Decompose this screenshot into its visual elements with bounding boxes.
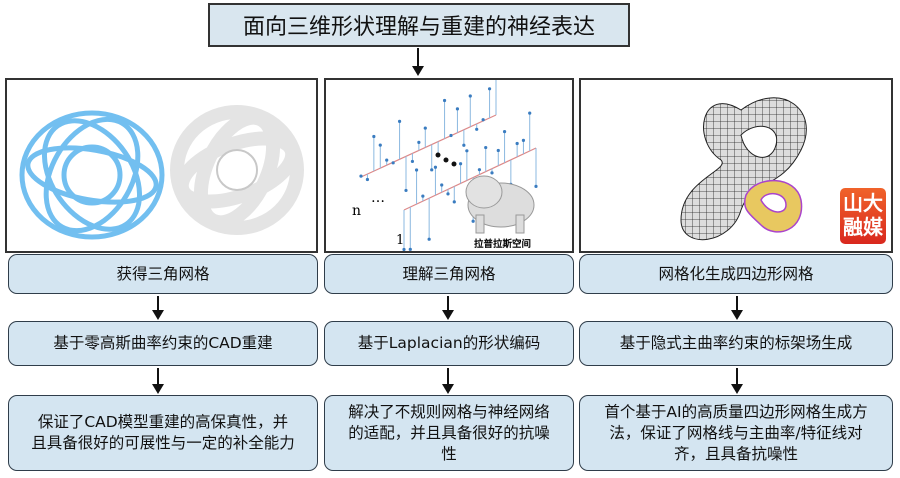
svg-text:…: …: [371, 190, 385, 206]
arrow-down-icon: [731, 296, 743, 320]
stem-point: [458, 162, 463, 166]
stem-point: [372, 134, 376, 139]
stem-point: [515, 141, 519, 146]
result-box-2: 解决了不规则网格与神经网络的适配，并且具备很好的抗噪性: [324, 395, 574, 471]
laplacian-space-caption: 拉普拉斯空间: [474, 238, 531, 250]
stem-point: [359, 174, 363, 178]
stem-point: [481, 118, 485, 122]
stem-point: [378, 143, 382, 147]
quad-mesh-illustration: [680, 97, 807, 241]
arrow-down-icon: [731, 368, 743, 394]
arrow-down-icon: [442, 368, 454, 394]
stem-point: [465, 149, 469, 153]
stem-point: [397, 119, 402, 123]
method-box-2: 基于Laplacian的形状编码: [324, 321, 574, 366]
stem-point: [414, 168, 419, 172]
stem-point: [484, 145, 488, 150]
stem-point: [421, 194, 425, 198]
stem-point: [417, 140, 421, 145]
stem-point: [455, 107, 460, 111]
stem-point: [487, 87, 492, 91]
stem-point: [477, 168, 482, 172]
laplacian-stem-plot: n … 1 拉普拉斯空间: [352, 80, 538, 251]
arrow-down-icon: [442, 296, 454, 320]
stem-point: [490, 171, 494, 175]
stem-point: [433, 165, 438, 169]
cow-mesh-icon: [465, 175, 535, 234]
stem-point: [423, 126, 427, 130]
step-box-2: 理解三角网格: [324, 254, 574, 294]
panel-cad-reconstruction-image: [5, 78, 318, 253]
stem-point: [430, 168, 434, 172]
stem-point: [496, 148, 500, 153]
arrow-down-icon: [152, 296, 164, 320]
stem-point: [471, 219, 475, 223]
panel-laplacian-image: n … 1 拉普拉斯空间: [324, 78, 574, 253]
stem-point: [408, 247, 412, 251]
stem-point: [534, 184, 538, 188]
method-box-3: 基于隐式主曲率约束的标架场生成: [579, 321, 893, 366]
stem-point: [449, 133, 453, 138]
stem-point: [402, 247, 406, 251]
label-nv: n: [352, 203, 361, 219]
result-box-1: 保证了CAD模型重建的高保真性，并且具备很好的可展性与一定的补全能力: [8, 395, 318, 471]
stem-point: [475, 127, 479, 131]
stem-point: [452, 200, 456, 204]
stem-point: [446, 192, 450, 196]
label-one: 1: [396, 233, 404, 248]
stem-point: [410, 159, 415, 164]
stem-point: [442, 98, 447, 103]
stem-point: [502, 129, 507, 134]
arrow-down-icon: [412, 48, 424, 76]
stem-point: [404, 188, 408, 193]
diagram-title: 面向三维形状理解与重建的神经表达: [208, 3, 630, 47]
stem-point: [365, 177, 370, 182]
watermark-logo: 山大融媒: [840, 188, 886, 244]
stem-point: [391, 161, 395, 165]
cad-mesh-illustration: [19, 105, 304, 240]
stem-point: [468, 94, 472, 98]
watermark-line-2: 融媒: [843, 215, 883, 239]
stem-point: [440, 183, 444, 187]
method-box-1: 基于零高斯曲率约束的CAD重建: [8, 321, 318, 366]
step-box-1: 获得三角网格: [8, 254, 318, 294]
stem-point: [521, 138, 526, 143]
stem-point: [427, 237, 431, 241]
watermark-line-1: 山大: [843, 191, 883, 215]
arrow-down-icon: [152, 368, 164, 394]
stem-point: [528, 111, 532, 115]
step-box-3: 网格化生成四边形网格: [579, 254, 893, 294]
stem-point: [385, 158, 389, 162]
result-box-3: 首个基于AI的高质量四边形网格生成方法，保证了网格线与主曲率/特征线对齐，且具备…: [579, 395, 893, 471]
stem-point: [462, 143, 466, 147]
